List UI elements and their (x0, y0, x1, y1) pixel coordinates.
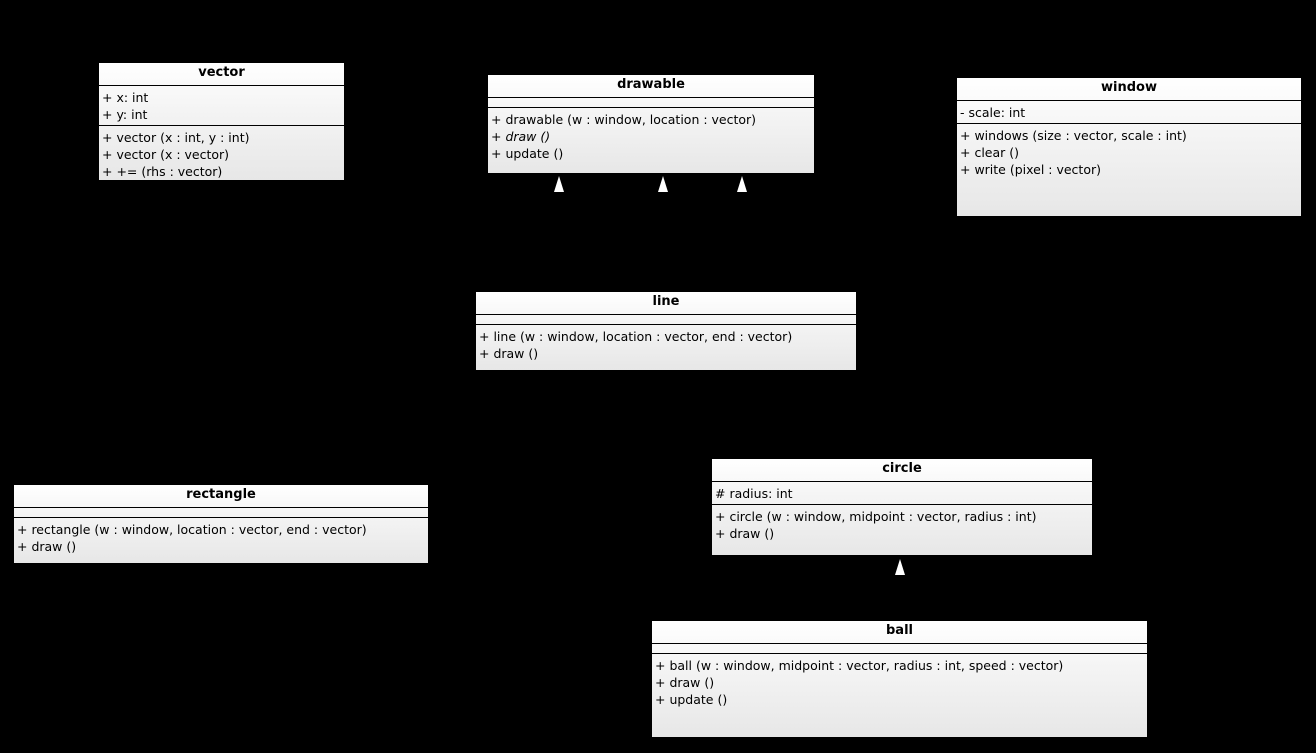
class-ball[interactable]: ball + ball (w : window, midpoint : vect… (651, 620, 1148, 738)
class-ball-attributes (652, 644, 1147, 654)
generalization-arrowhead-circle (895, 559, 905, 575)
class-ball-operations: + ball (w : window, midpoint : vector, r… (652, 654, 1147, 710)
operation: + windows (size : vector, scale : int) (960, 128, 1187, 143)
class-circle-operations: + circle (w : window, midpoint : vector,… (712, 505, 1092, 544)
operation: + draw () (17, 539, 77, 554)
attribute: - scale: int (960, 105, 1026, 120)
operation: + circle (w : window, midpoint : vector,… (715, 509, 1037, 524)
operation: + line (w : window, location : vector, e… (479, 329, 793, 344)
class-window-attributes: - scale: int (957, 101, 1301, 124)
attribute: + x: int (102, 90, 149, 105)
operation: + ball (w : window, midpoint : vector, r… (655, 658, 1064, 673)
class-rectangle-attributes (14, 508, 428, 518)
operation: + rectangle (w : window, location : vect… (17, 522, 367, 537)
operation: + draw () (479, 346, 539, 361)
class-vector-operations: + vector (x : int, y : int) + vector (x … (99, 126, 344, 180)
operation: + drawable (w : window, location : vecto… (491, 112, 757, 127)
operation: + draw () (655, 675, 715, 690)
class-circle-name: circle (712, 459, 1092, 482)
attribute: + y: int (102, 107, 148, 122)
operation: + vector (x : vector) (102, 147, 230, 162)
class-line[interactable]: line + line (w : window, location : vect… (475, 291, 857, 371)
class-circle-attributes: # radius: int (712, 482, 1092, 505)
class-vector[interactable]: vector + x: int + y: int + vector (x : i… (98, 62, 345, 181)
class-drawable[interactable]: drawable + drawable (w : window, locatio… (487, 74, 815, 174)
operation: + update () (491, 146, 564, 161)
class-circle[interactable]: circle # radius: int + circle (w : windo… (711, 458, 1093, 556)
class-window[interactable]: window - scale: int + windows (size : ve… (956, 77, 1302, 217)
class-rectangle-operations: + rectangle (w : window, location : vect… (14, 518, 428, 557)
class-drawable-name: drawable (488, 75, 814, 98)
class-line-operations: + line (w : window, location : vector, e… (476, 325, 856, 364)
abstract-operation: + draw () (491, 129, 551, 144)
class-window-name: window (957, 78, 1301, 101)
class-line-attributes (476, 315, 856, 325)
class-window-operations: + windows (size : vector, scale : int) +… (957, 124, 1301, 180)
attribute: # radius: int (715, 486, 793, 501)
class-drawable-attributes (488, 98, 814, 108)
operation: + += (rhs : vector) (102, 164, 223, 179)
generalization-arrowhead-drawable-right (737, 176, 747, 192)
operation: + clear () (960, 145, 1020, 160)
class-ball-name: ball (652, 621, 1147, 644)
generalization-arrowhead-drawable-left (554, 176, 564, 192)
class-drawable-operations: + drawable (w : window, location : vecto… (488, 108, 814, 164)
class-line-name: line (476, 292, 856, 315)
operation: + update () (655, 692, 728, 707)
generalization-arrowhead-drawable-middle (658, 176, 668, 192)
operation: + write (pixel : vector) (960, 162, 1101, 177)
class-rectangle[interactable]: rectangle + rectangle (w : window, locat… (13, 484, 429, 564)
class-vector-attributes: + x: int + y: int (99, 86, 344, 126)
operation: + draw () (715, 526, 775, 541)
class-vector-name: vector (99, 63, 344, 86)
operation: + vector (x : int, y : int) (102, 130, 250, 145)
class-rectangle-name: rectangle (14, 485, 428, 508)
